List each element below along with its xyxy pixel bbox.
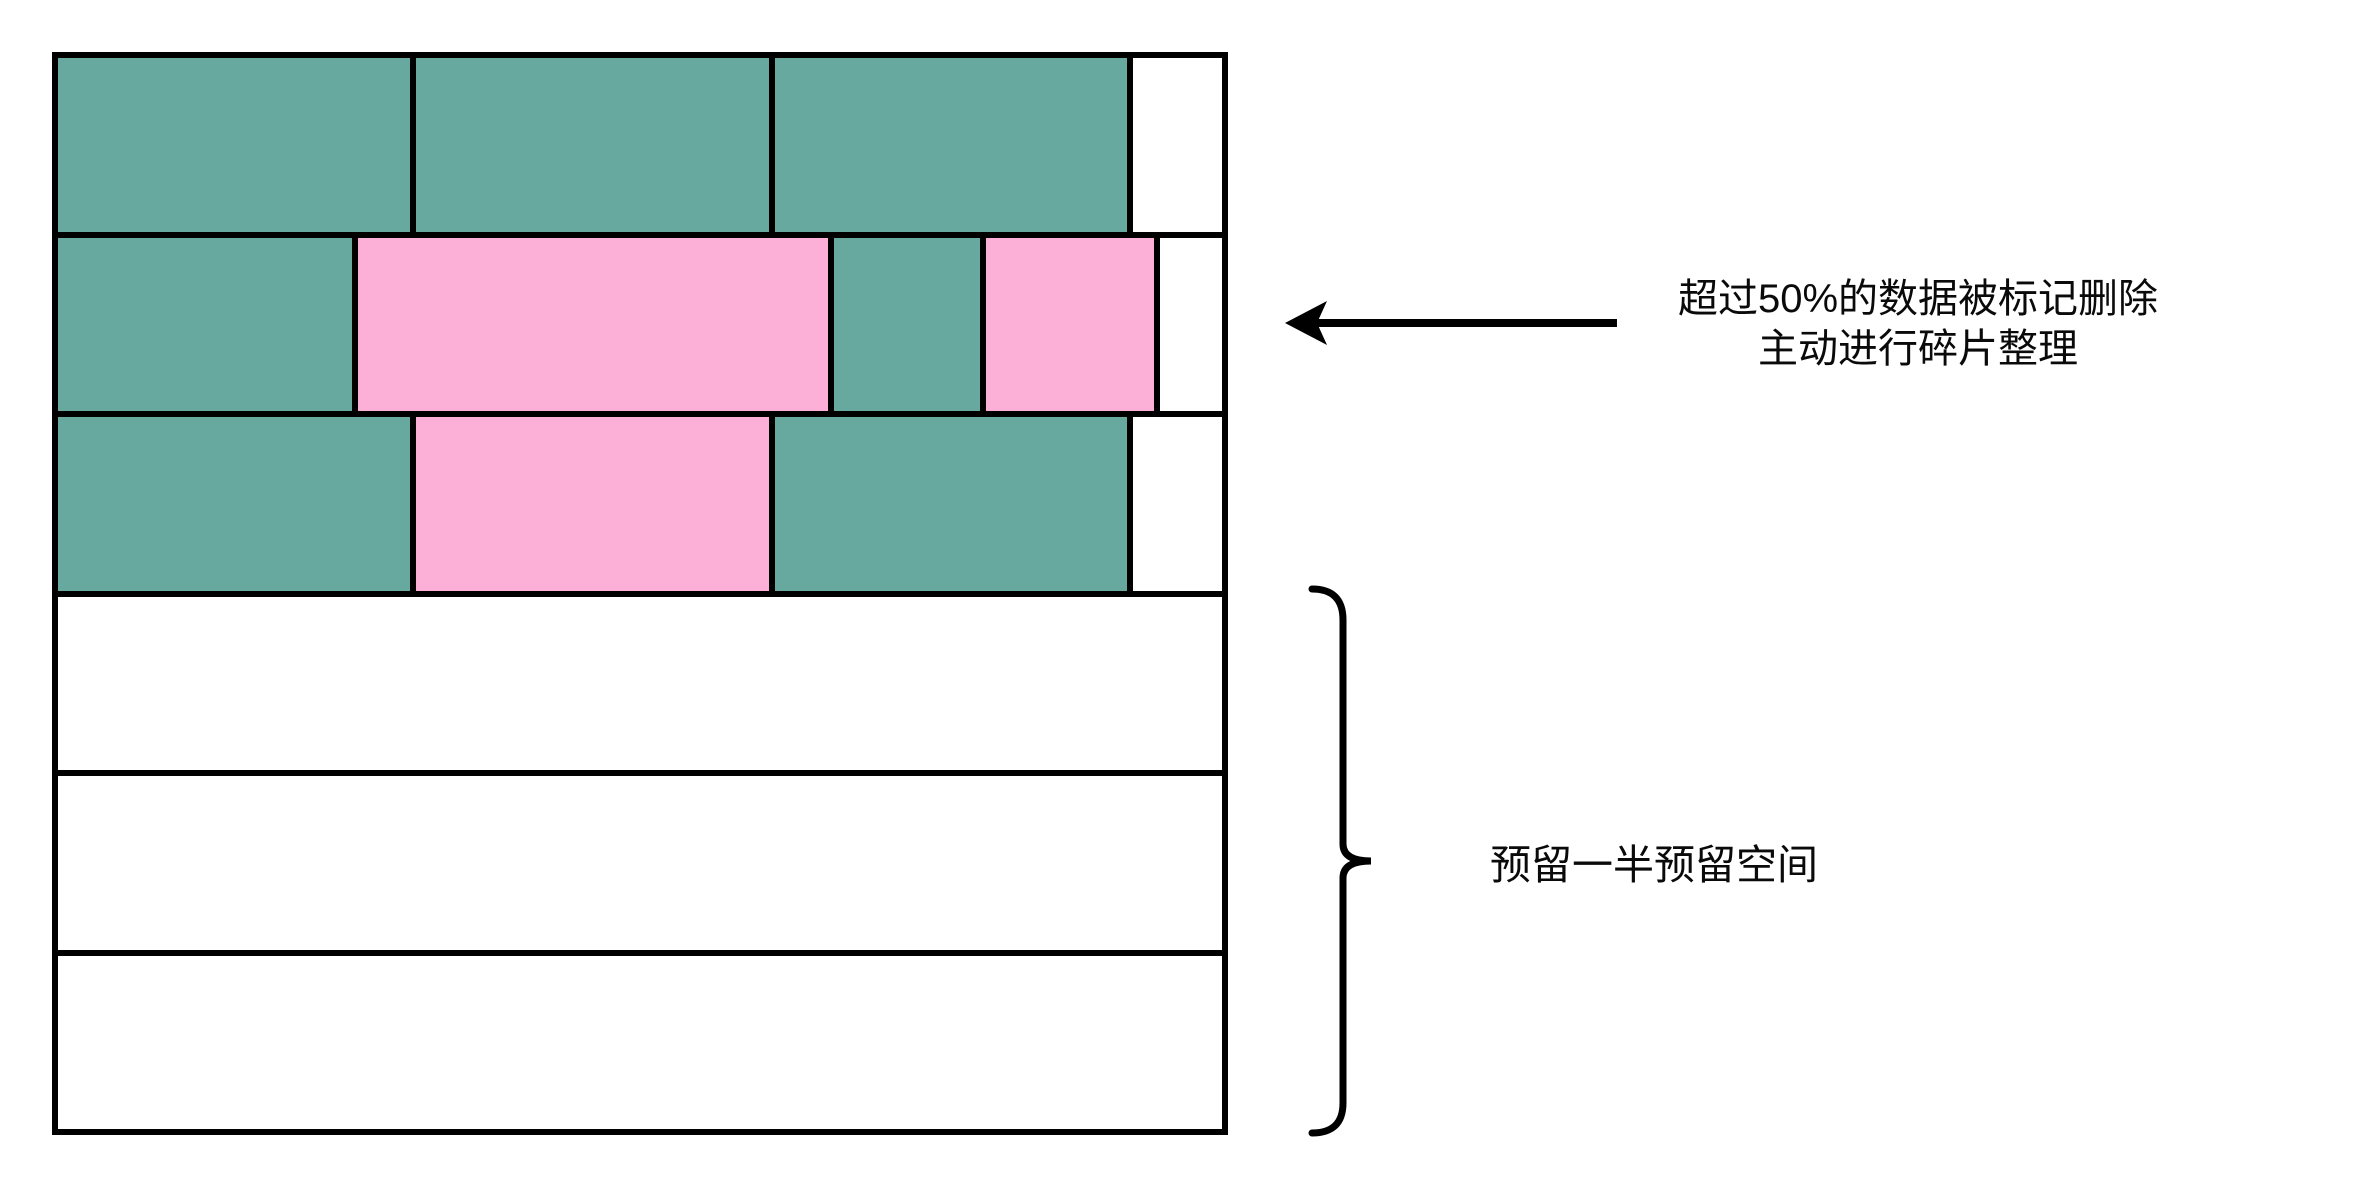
block-deleted [413,414,773,594]
block-free [55,593,1225,773]
curly-brace-icon [1308,585,1372,1137]
grid-row [55,593,1225,773]
block-occupied [413,55,773,235]
block-free [55,773,1225,953]
block-occupied [831,234,984,414]
defrag-annotation-line1: 超过50%的数据被标记删除 [1677,277,2159,321]
grid-row [55,773,1225,953]
block-occupied [55,234,356,414]
defrag-annotation: 超过50%的数据被标记删除 主动进行碎片整理 [1638,274,2198,374]
block-occupied [772,55,1131,235]
arrow-left-icon [1285,301,1617,345]
grid-row [55,952,1225,1132]
grid-row [55,55,1225,235]
block-occupied [772,414,1131,594]
grid-row [55,234,1225,414]
block-free [1130,55,1225,235]
block-occupied [55,55,414,235]
block-free [55,952,1225,1132]
defrag-annotation-line2: 主动进行碎片整理 [1758,327,2078,371]
block-occupied [55,414,414,594]
grid-row [55,414,1225,594]
block-free [1130,414,1225,594]
reserved-space-annotation: 预留一半预留空间 [1490,842,1818,888]
segment-grid [52,52,1228,1135]
block-deleted [983,234,1158,414]
block-free [1157,234,1225,414]
block-deleted [355,234,831,414]
